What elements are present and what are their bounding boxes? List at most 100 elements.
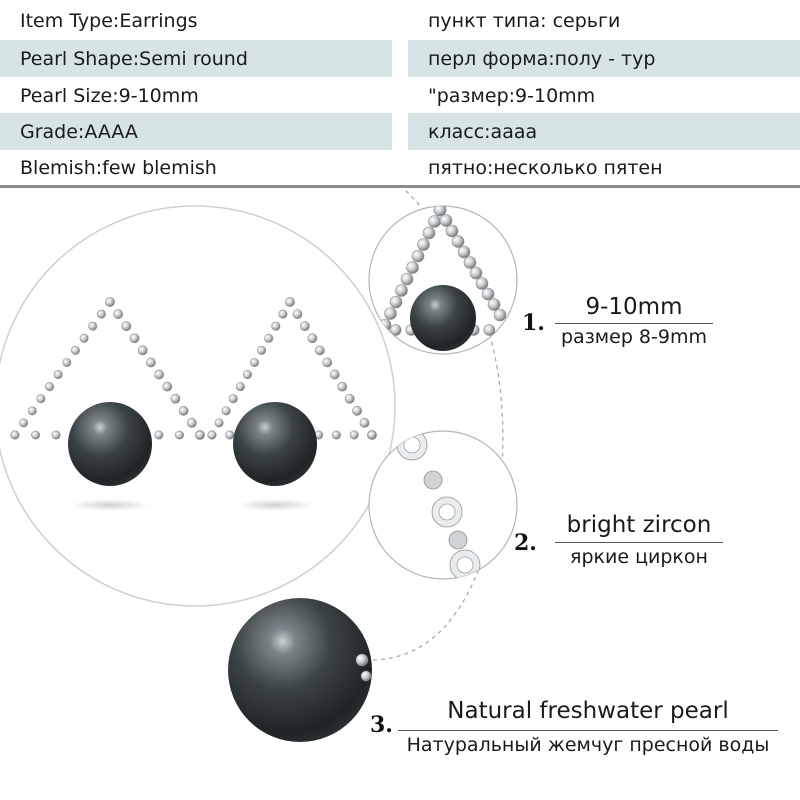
product-illustration: 1. 9-10mm размер 8-9mm 2. bright zircon … — [0, 190, 800, 800]
zircon-stone — [162, 381, 173, 392]
metal-bead — [96, 309, 106, 319]
metal-bead — [417, 238, 430, 251]
feature-size-subtitle: размер 8-9mm — [561, 326, 707, 348]
main-circle — [0, 205, 396, 607]
spec-en-blemish: Blemish:few blemish — [20, 156, 217, 179]
feature-zircon-rule — [555, 542, 723, 543]
zircon-stone — [337, 381, 348, 392]
zircon-stone — [403, 436, 421, 454]
metal-bead — [367, 430, 377, 440]
zircon-stone — [292, 309, 303, 319]
metal-bead — [10, 430, 20, 440]
zircon-stone — [285, 297, 295, 307]
zircon-stone — [451, 235, 465, 248]
zircon-stone — [300, 321, 310, 332]
metal-bead — [88, 321, 98, 331]
zircon-stone — [322, 357, 333, 368]
zircon-stone — [456, 556, 474, 574]
metal-bead — [228, 394, 238, 404]
metal-bead — [174, 430, 184, 440]
metal-bead — [70, 345, 80, 355]
zircon-setting — [423, 470, 443, 490]
detail-circle-size — [368, 205, 518, 355]
spec-en-grade: Grade:AAAA — [0, 113, 392, 150]
metal-bead — [422, 226, 436, 240]
metal-bead — [214, 418, 224, 428]
zircon-stone — [475, 277, 489, 290]
metal-bead — [389, 324, 402, 336]
spec-ru-blemish: пятно:несколько пятен — [428, 156, 663, 179]
zircon-stone — [146, 357, 156, 368]
zircon-stone — [463, 256, 477, 269]
earring-right — [207, 297, 377, 511]
zircon-stone — [439, 214, 453, 227]
zircon-stone — [170, 393, 181, 404]
zircon-stone — [154, 369, 164, 380]
pearl-left — [68, 402, 152, 486]
zircon-stone — [493, 308, 507, 322]
zircon-stone — [105, 297, 115, 307]
feature-zircon-subtitle: яркие циркон — [570, 546, 708, 568]
metal-bead — [331, 430, 341, 440]
metal-bead — [51, 430, 61, 440]
metal-bead — [389, 295, 403, 309]
zircon-stone — [137, 345, 148, 356]
zircon-stone — [307, 333, 318, 344]
feature-natural-pearl-title: Natural freshwater pearl — [447, 698, 729, 724]
spec-en-item-type: Item Type:Earrings — [20, 9, 198, 32]
metal-bead — [235, 382, 245, 392]
feature-size-number: 1. — [522, 310, 545, 336]
zircon-stone — [344, 393, 355, 404]
metal-bead — [483, 324, 496, 336]
metal-bead — [384, 307, 397, 320]
zircon-stone — [314, 345, 325, 356]
earring-left — [10, 297, 205, 511]
zircon-stone — [121, 321, 132, 332]
zircon-stone — [329, 369, 340, 380]
metal-bead — [154, 430, 164, 440]
spec-ru-item-type: пункт типа: серьги — [428, 9, 621, 32]
zircon-stone — [178, 405, 189, 416]
pearl-right — [233, 402, 317, 486]
zircon-stone — [352, 405, 362, 416]
feature-natural-pearl-number: 3. — [370, 712, 393, 738]
feature-size-title: 9-10mm — [585, 294, 683, 320]
zircon-setting — [448, 530, 468, 550]
feature-zircon-title: bright zircon — [566, 512, 712, 538]
zircon-stone — [438, 503, 456, 521]
metal-bead — [411, 249, 425, 263]
metal-bead — [53, 370, 63, 380]
feature-size-rule — [555, 323, 713, 324]
metal-bead — [36, 394, 46, 404]
metal-bead — [31, 430, 41, 440]
spec-en-pearl-size: Pearl Size:9-10mm — [20, 84, 199, 107]
metal-bead — [250, 357, 260, 367]
feature-natural-pearl-rule — [398, 730, 778, 731]
metal-bead — [400, 272, 414, 286]
metal-bead — [195, 430, 205, 440]
metal-bead — [395, 284, 408, 297]
spec-row-pearl-shape: Pearl Shape:Semi round перл форма:полу -… — [0, 40, 800, 77]
metal-bead — [278, 309, 288, 319]
metal-bead — [242, 370, 252, 380]
zircon-stone — [487, 298, 501, 311]
zircon-stone — [359, 418, 370, 428]
illustration-canvas — [0, 190, 518, 742]
feature-zircon-number: 2. — [514, 530, 537, 556]
metal-bead — [207, 430, 217, 440]
zircon-stone — [186, 418, 197, 428]
metal-bead — [428, 215, 441, 228]
metal-bead — [406, 261, 419, 274]
spec-ru-grade: класс:аааа — [408, 113, 800, 150]
zircon-stone — [113, 309, 124, 319]
metal-bead — [27, 406, 37, 416]
spec-row-grade: Grade:AAAA класс:аааа — [0, 113, 800, 150]
metal-bead — [221, 406, 231, 416]
metal-bead — [257, 345, 267, 355]
detail-pearl-natural — [228, 598, 372, 742]
feature-natural-pearl-subtitle: Натуральный жемчуг пресной воды — [406, 734, 770, 756]
spec-ru-pearl-shape: перл форма:полу - тур — [408, 40, 800, 77]
zircon-stone — [481, 287, 495, 301]
zircon-stone — [469, 266, 483, 280]
metal-bead — [62, 357, 72, 367]
